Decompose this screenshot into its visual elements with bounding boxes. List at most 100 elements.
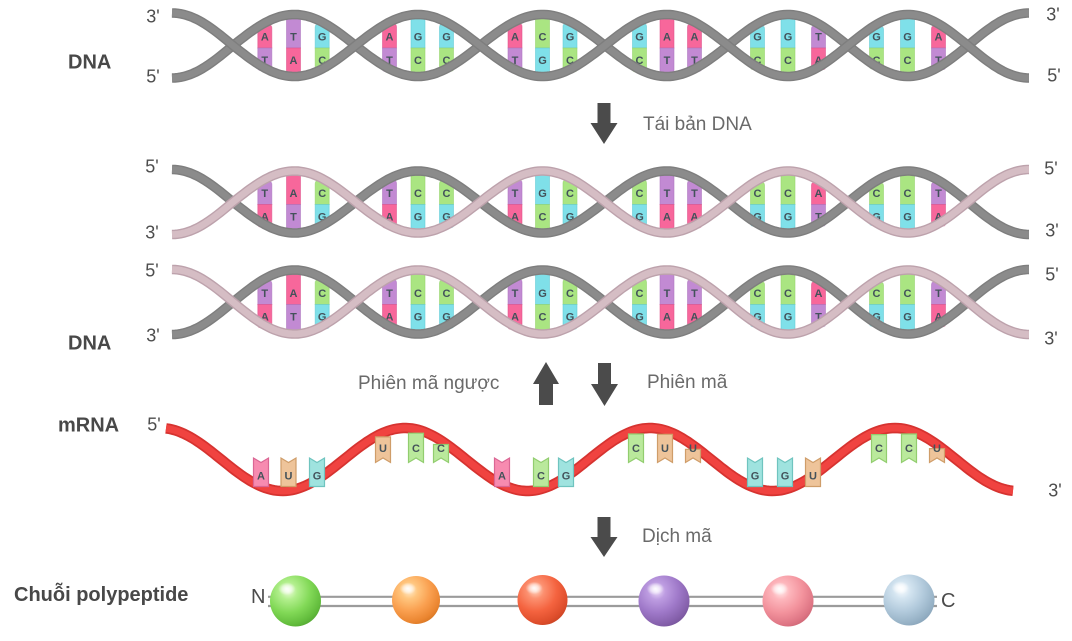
svg-text:G: G [753, 312, 762, 324]
svg-text:A: A [815, 288, 823, 300]
svg-text:C: C [904, 188, 912, 200]
svg-text:A: A [663, 212, 671, 224]
svg-text:C: C [636, 288, 644, 300]
svg-text:T: T [664, 188, 671, 200]
svg-text:T: T [815, 212, 822, 224]
svg-text:T: T [691, 288, 698, 300]
svg-text:U: U [689, 443, 697, 455]
svg-text:G: G [442, 212, 451, 224]
svg-text:U: U [661, 443, 669, 455]
svg-text:C: C [905, 443, 913, 455]
svg-text:G: G [538, 55, 547, 67]
svg-text:C: C [412, 443, 420, 455]
svg-text:A: A [261, 312, 269, 324]
svg-text:T: T [512, 55, 519, 67]
svg-text:C: C [784, 188, 792, 200]
svg-text:G: G [753, 32, 762, 44]
svg-text:C: C [754, 188, 762, 200]
svg-text:T: T [691, 188, 698, 200]
svg-text:3': 3' [146, 326, 159, 346]
svg-text:A: A [663, 312, 671, 324]
svg-text:T: T [512, 188, 519, 200]
svg-text:Tái bản DNA: Tái bản DNA [643, 114, 752, 135]
svg-text:G: G [753, 212, 762, 224]
svg-text:C: C [414, 55, 422, 67]
svg-text:A: A [386, 212, 394, 224]
svg-text:C: C [443, 55, 451, 67]
svg-text:C: C [566, 288, 574, 300]
svg-text:G: G [784, 212, 793, 224]
svg-text:C: C [414, 288, 422, 300]
svg-text:C: C [537, 471, 545, 483]
svg-text:A: A [935, 212, 943, 224]
svg-text:G: G [318, 312, 327, 324]
svg-text:A: A [386, 32, 394, 44]
svg-text:C: C [414, 188, 422, 200]
svg-text:G: G [414, 312, 423, 324]
svg-text:C: C [784, 55, 792, 67]
svg-text:C: C [539, 212, 547, 224]
svg-text:U: U [809, 471, 817, 483]
svg-text:G: G [566, 32, 575, 44]
svg-text:G: G [781, 471, 790, 483]
svg-text:T: T [664, 288, 671, 300]
svg-text:C: C [443, 188, 451, 200]
svg-text:G: G [318, 32, 327, 44]
svg-text:T: T [935, 188, 942, 200]
svg-text:U: U [285, 471, 293, 483]
svg-text:Phiên mã ngược: Phiên mã ngược [358, 373, 499, 394]
svg-text:A: A [511, 312, 519, 324]
svg-text:A: A [498, 471, 506, 483]
svg-text:3': 3' [146, 7, 159, 27]
svg-text:C: C [784, 288, 792, 300]
svg-text:T: T [815, 312, 822, 324]
svg-text:C: C [443, 288, 451, 300]
svg-text:A: A [511, 212, 519, 224]
svg-text:C: C [754, 55, 762, 67]
svg-text:A: A [691, 312, 699, 324]
svg-text:A: A [511, 32, 519, 44]
svg-text:T: T [261, 55, 268, 67]
svg-text:T: T [261, 188, 268, 200]
svg-text:A: A [261, 212, 269, 224]
svg-text:G: G [414, 32, 423, 44]
svg-text:A: A [691, 32, 699, 44]
svg-text:5': 5' [147, 415, 160, 435]
svg-text:C: C [873, 188, 881, 200]
svg-text:5': 5' [1045, 265, 1058, 285]
svg-text:C: C [318, 188, 326, 200]
svg-text:5': 5' [1047, 66, 1060, 86]
svg-text:T: T [935, 288, 942, 300]
svg-text:T: T [664, 55, 671, 67]
svg-text:G: G [566, 312, 575, 324]
svg-text:A: A [257, 471, 265, 483]
svg-text:G: G [784, 32, 793, 44]
svg-text:5': 5' [1044, 159, 1057, 179]
svg-text:G: G [784, 312, 793, 324]
svg-text:C: C [632, 443, 640, 455]
svg-text:G: G [562, 471, 571, 483]
svg-text:T: T [935, 55, 942, 67]
svg-text:G: G [442, 32, 451, 44]
svg-text:G: G [442, 312, 451, 324]
svg-text:T: T [815, 32, 822, 44]
svg-text:C: C [539, 32, 547, 44]
svg-text:A: A [663, 32, 671, 44]
svg-text:T: T [512, 288, 519, 300]
svg-text:DNA: DNA [68, 333, 111, 355]
svg-text:G: G [635, 312, 644, 324]
svg-text:A: A [815, 55, 823, 67]
svg-text:G: G [903, 212, 912, 224]
svg-text:T: T [290, 212, 297, 224]
svg-text:T: T [386, 288, 393, 300]
svg-text:U: U [933, 443, 941, 455]
svg-text:A: A [935, 32, 943, 44]
svg-text:G: G [414, 212, 423, 224]
svg-text:3': 3' [1044, 329, 1057, 349]
svg-text:C: C [873, 288, 881, 300]
svg-text:G: G [318, 212, 327, 224]
svg-text:T: T [290, 312, 297, 324]
svg-text:G: G [313, 471, 322, 483]
svg-text:G: G [872, 312, 881, 324]
svg-text:A: A [691, 212, 699, 224]
